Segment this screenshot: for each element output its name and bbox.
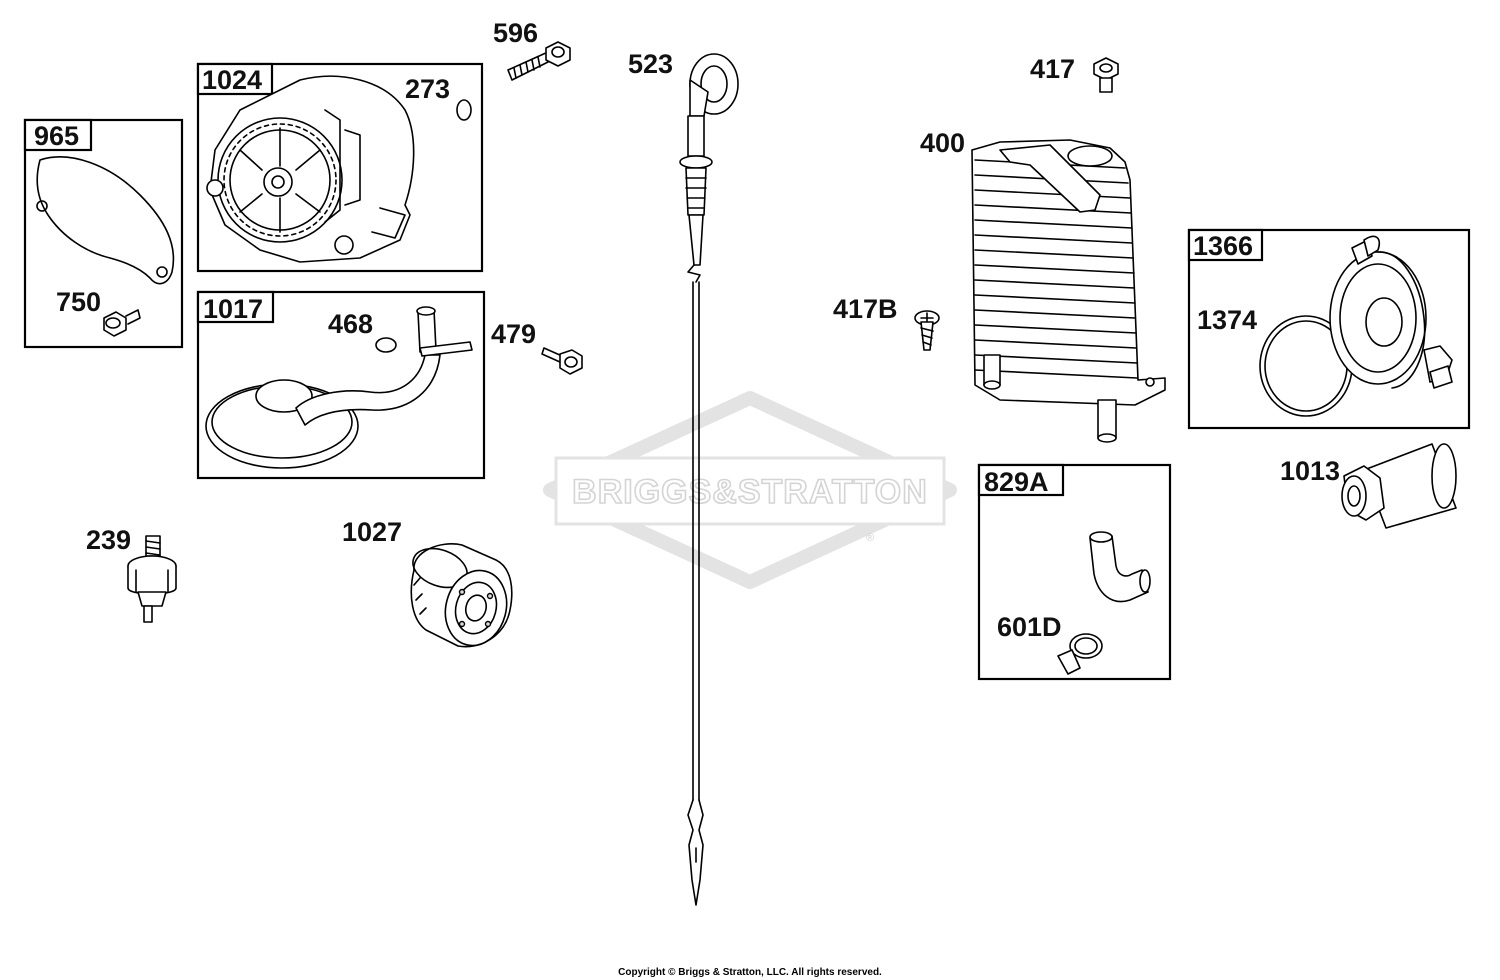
part-label-239: 239 [86,525,131,555]
screw-417b-drawing[interactable] [914,310,940,351]
kit-label-1017: 1017 [203,294,263,324]
part-label-479: 479 [491,319,536,349]
kit-label-829a: 829A [984,467,1049,497]
kit-box-1366[interactable]: 1366 [1187,228,1471,430]
kit-box-1017[interactable]: 1017 [196,290,486,480]
oil-filter-1027-drawing[interactable] [408,542,515,653]
part-label-273: 273 [405,74,450,104]
copyright-notice: Copyright © Briggs & Stratton, LLC. All … [618,967,882,978]
brand-watermark: BRIGGS&STRATTON ® [543,391,957,589]
o-ring-468-drawing[interactable] [375,337,397,353]
dipstick-523-drawing[interactable] [679,53,739,906]
part-label-523: 523 [628,49,673,79]
hose-clamp-601d-drawing[interactable] [1057,633,1103,675]
bolt-596-drawing[interactable] [507,41,571,81]
fitting-1013-drawing[interactable] [1341,443,1457,529]
watermark-text: BRIGGS&STRATTON [572,473,928,511]
pressure-switch-239-drawing[interactable] [127,535,177,623]
part-label-601d: 601D [997,612,1062,642]
part-label-750: 750 [56,287,101,317]
oil-pickup-drawing[interactable] [205,306,473,469]
part-label-417b: 417B [833,294,898,324]
part-label-1027: 1027 [342,517,402,547]
part-label-468: 468 [328,309,373,339]
part-label-596: 596 [493,18,538,48]
bolt-750-drawing[interactable] [103,309,141,337]
kit-box-1024[interactable]: 1024 [196,62,484,273]
gasket-drawing[interactable] [36,156,175,285]
part-label-400: 400 [920,128,965,158]
kit-label-1366: 1366 [1193,231,1253,261]
bolt-479-drawing[interactable] [541,347,583,375]
o-ring-273-drawing[interactable] [456,99,472,121]
adapter-housing-drawing[interactable] [1329,235,1453,389]
bolt-417-drawing[interactable] [1093,57,1119,93]
kit-label-965: 965 [34,121,79,151]
kit-label-1024: 1024 [202,65,262,95]
oil-cooler-400-drawing[interactable] [971,139,1166,443]
kit-box-965[interactable]: 965 [23,118,184,349]
oil-pump-drawing[interactable] [206,75,415,263]
hose-drawing[interactable] [1089,531,1151,603]
watermark-registered: ® [866,532,874,544]
kit-box-829a[interactable]: 829A [977,463,1172,681]
part-label-1013: 1013 [1280,456,1340,486]
part-label-1374: 1374 [1197,305,1257,335]
part-label-417: 417 [1030,54,1075,84]
